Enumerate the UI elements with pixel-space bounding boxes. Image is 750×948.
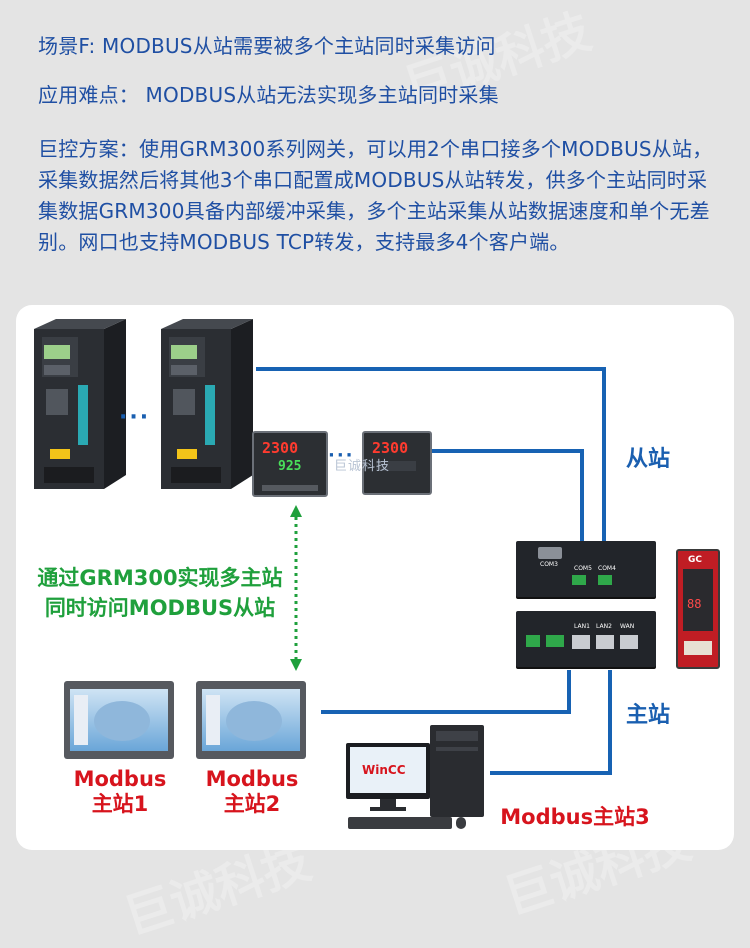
wire-hmi2-v [567, 670, 571, 714]
wire-hmi2-h [321, 710, 571, 714]
wire-pc-v [608, 670, 612, 775]
wire-drive2-h [256, 367, 606, 371]
vfd-drive-2 [161, 319, 253, 495]
ellipsis-drives: ··· [119, 405, 151, 430]
green-annotation-line2: 同时访问MODBUS从站 [44, 596, 276, 620]
scenario-text: 场景F: MODBUS从站需要被多个主站同时采集访问 [38, 34, 496, 58]
vfd-drive-1 [34, 319, 126, 495]
digital-meter-1: 2300 925 [252, 431, 328, 497]
port-label: LAN2 [596, 623, 612, 630]
solution-text: 巨控方案：使用GRM300系列网关，可以用2个串口接多个MODBUS从站，采集数… [38, 137, 713, 254]
module-label: GC [688, 555, 702, 565]
hmi-panel-1 [64, 681, 174, 759]
ellipsis-meters: ··· [328, 445, 355, 466]
master2-label: Modbus 主站2 [200, 767, 304, 817]
gc-module: GC 88 [676, 549, 720, 669]
grm300-gateway-bottom: LAN1 LAN2 WAN [516, 611, 656, 667]
meter-display-top: 2300 [262, 439, 299, 457]
double-arrow-icon [290, 505, 302, 671]
mouse [456, 817, 466, 829]
port-label: COM4 [598, 565, 616, 572]
meter-display-top: 2300 [372, 439, 409, 457]
difficulty-text: 应用难点： MODBUS从站无法实现多主站同时采集 [38, 83, 499, 107]
center-watermark: 巨诚科技 [334, 459, 391, 474]
meter-display-bottom: 925 [278, 459, 302, 474]
wire-meter-h [428, 449, 584, 453]
grm300-gateway-top: COM3 COM5 COM4 [516, 541, 656, 597]
master-label: 主站 [626, 703, 671, 728]
wire-drive2-v [602, 367, 606, 545]
pc-tower [430, 725, 484, 817]
wincc-label: WinCC [362, 763, 406, 777]
wincc-monitor: WinCC [346, 743, 430, 813]
master1-label: Modbus 主站1 [68, 767, 172, 817]
port-label: COM5 [574, 565, 592, 572]
green-annotation-line1: 通过GRM300实现多主站 [37, 566, 283, 590]
wire-pc-h [490, 771, 612, 775]
port-label: LAN1 [574, 623, 590, 630]
port-label: WAN [620, 623, 635, 630]
slave-label: 从站 [626, 447, 671, 472]
master2-line2: 主站2 [223, 792, 281, 816]
digital-meter-2: 2300 [362, 431, 432, 495]
keyboard [348, 817, 452, 829]
master1-line1: Modbus [73, 767, 167, 791]
master3-label: Modbus主站3 [500, 805, 650, 829]
hmi-panel-2 [196, 681, 306, 759]
port-label: COM3 [540, 561, 558, 568]
diagram-card: ··· 2300 925 ··· 2300 巨诚科技 从站 COM3 COM [16, 305, 734, 850]
green-annotation: 通过GRM300实现多主站 同时访问MODBUS从站 [16, 563, 304, 623]
master1-line2: 主站1 [91, 792, 149, 816]
master2-line1: Modbus [205, 767, 299, 791]
access-arrow [288, 503, 304, 673]
wire-meter-v [580, 449, 584, 545]
